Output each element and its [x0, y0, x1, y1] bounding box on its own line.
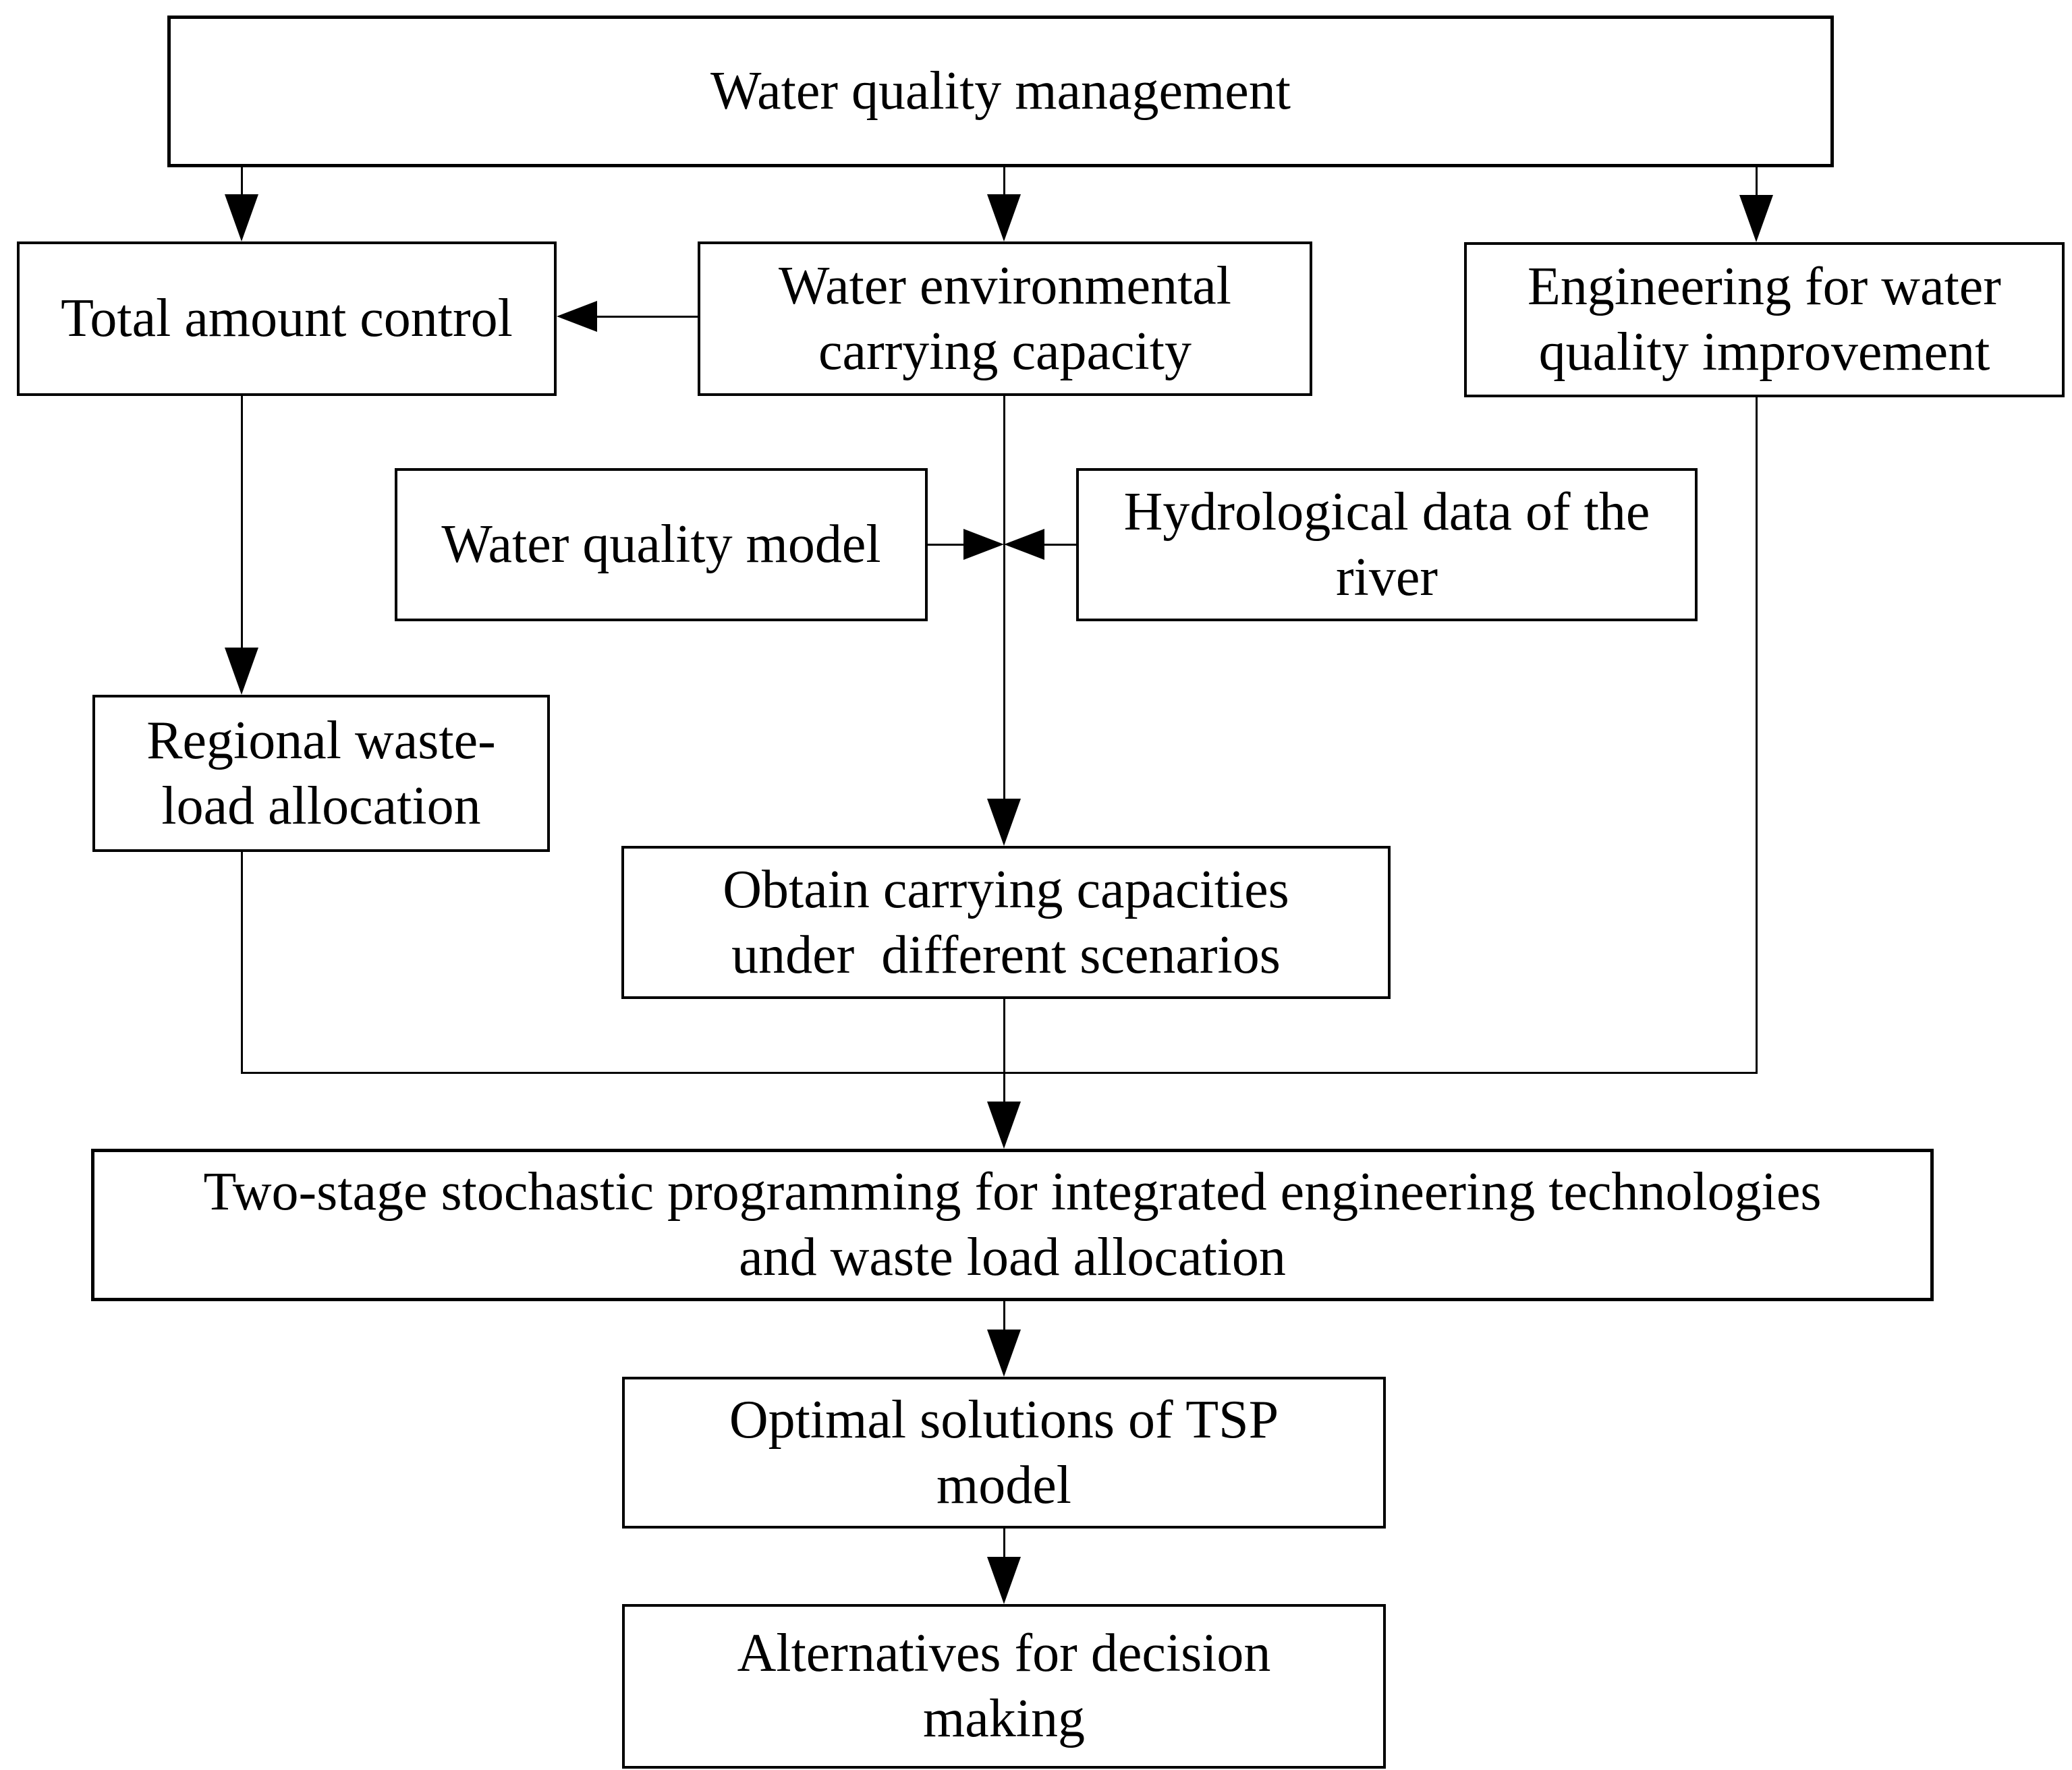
- node-label: Water quality model: [441, 515, 881, 574]
- node-label: river: [1335, 547, 1438, 607]
- edge-carrying-capacity-to-total-amount-line: [594, 316, 698, 318]
- node-label: Optimal solutions of TSP: [729, 1390, 1279, 1450]
- node-label: load allocation: [161, 776, 481, 836]
- node-label: quality improvement: [1538, 322, 1990, 382]
- arrowhead-down-into-regional: [225, 648, 258, 695]
- node-label: Total amount control: [61, 289, 513, 348]
- node-obtain-carrying-capacities: Obtain carrying capacities under differe…: [621, 846, 1391, 999]
- edge-regional-to-collector-line: [241, 852, 243, 1074]
- arrowhead-left-into-trunk: [1004, 529, 1044, 560]
- node-label: Water environmental: [778, 256, 1232, 316]
- node-label: making: [923, 1689, 1085, 1748]
- node-hydrological-data-of-the-river: Hydrological data of the river: [1076, 468, 1698, 621]
- arrowhead-down-into-alternatives: [987, 1557, 1021, 1604]
- arrowhead-down-into-obtain: [987, 799, 1021, 846]
- node-label: under different scenarios: [731, 925, 1281, 985]
- edge-tsp-to-optimal-line: [1003, 1301, 1005, 1339]
- node-label: Two-stage stochastic programming for int…: [203, 1162, 1822, 1222]
- arrowhead-down-into-engineering: [1739, 195, 1773, 242]
- node-alternatives-for-decision-making: Alternatives for decision making: [622, 1604, 1386, 1769]
- node-water-quality-model: Water quality model: [395, 468, 928, 621]
- arrowhead-down-into-total-amount: [225, 194, 258, 241]
- edge-top-to-engineering-line: [1756, 167, 1758, 203]
- node-water-quality-management: Water quality management: [167, 16, 1834, 167]
- edge-optimal-to-alternatives-line: [1003, 1529, 1005, 1566]
- node-label: Alternatives for decision: [737, 1624, 1271, 1683]
- arrowhead-down-into-tsp: [987, 1102, 1021, 1149]
- node-label: Regional waste-: [146, 710, 496, 770]
- node-two-stage-stochastic-programming: Two-stage stochastic programming for int…: [91, 1149, 1934, 1301]
- edge-engineering-to-collector-line: [1756, 397, 1758, 1074]
- edge-model-to-trunk-line: [928, 544, 966, 546]
- arrowhead-left-into-total-amount: [557, 301, 597, 332]
- node-optimal-solutions-of-tsp-model: Optimal solutions of TSP model: [622, 1377, 1386, 1529]
- node-label: Hydrological data of the: [1123, 482, 1650, 542]
- node-water-environmental-carrying-capacity: Water environmental carrying capacity: [698, 241, 1312, 396]
- arrowhead-right-into-trunk: [963, 529, 1004, 560]
- edge-obtain-to-tsp-line: [1003, 999, 1005, 1111]
- arrowhead-down-into-optimal: [987, 1330, 1021, 1377]
- edge-top-to-carrying-capacity-line: [1003, 167, 1005, 203]
- node-regional-waste-load-allocation: Regional waste- load allocation: [92, 695, 550, 852]
- edge-carrying-capacity-to-obtain-line: [1003, 396, 1005, 808]
- node-total-amount-control: Total amount control: [17, 241, 557, 396]
- node-label: Obtain carrying capacities: [723, 859, 1289, 919]
- edge-total-amount-to-regional-line: [241, 396, 243, 657]
- edge-top-to-total-amount-line: [241, 167, 243, 203]
- node-label: Engineering for water: [1528, 257, 2001, 316]
- node-engineering-for-water-quality-improvement: Engineering for water quality improvemen…: [1464, 242, 2065, 397]
- edge-collector-line: [241, 1072, 1758, 1074]
- edge-hydrological-to-trunk-line: [1043, 544, 1076, 546]
- node-label: model: [936, 1455, 1071, 1515]
- arrowhead-down-into-carrying-capacity: [987, 194, 1021, 241]
- node-label: and waste load allocation: [739, 1228, 1286, 1287]
- node-label: carrying capacity: [818, 321, 1192, 381]
- node-label: Water quality management: [710, 61, 1291, 121]
